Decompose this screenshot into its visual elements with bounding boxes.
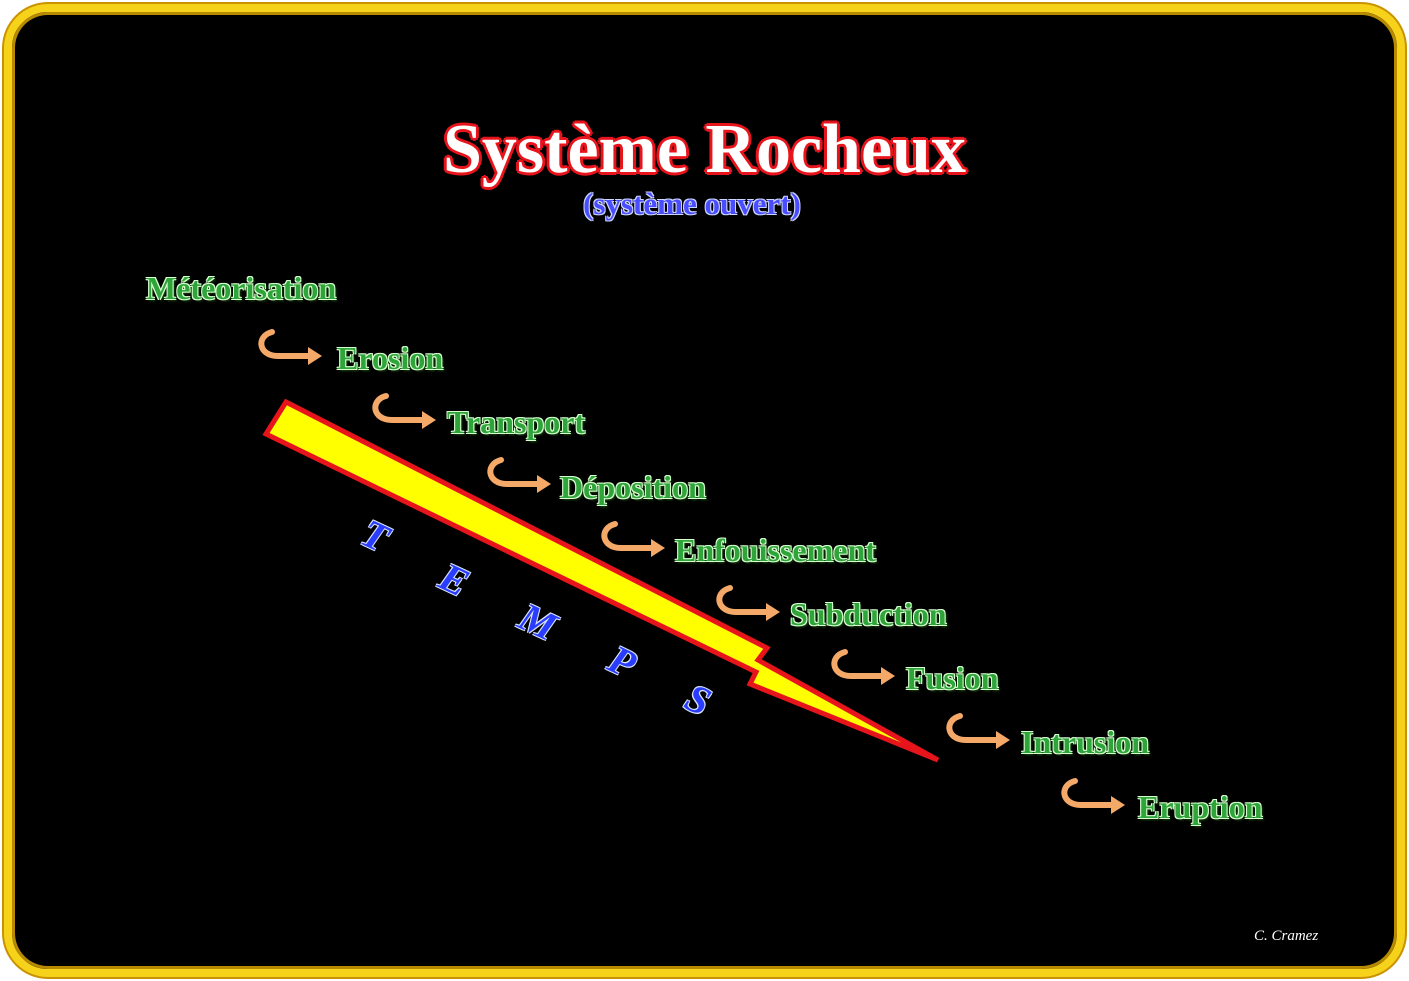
curved-arrow-icon xyxy=(946,713,1010,749)
step-subduction: Subduction xyxy=(790,596,947,632)
curved-arrow-icon xyxy=(487,457,551,493)
curved-arrow-icon xyxy=(716,585,780,621)
step-enfouissement: Enfouissement xyxy=(675,532,876,568)
yellow-frame xyxy=(4,4,1405,977)
step-fusion: Fusion xyxy=(906,660,999,696)
step-intrusion: Intrusion xyxy=(1021,724,1150,760)
curved-arrow-icon xyxy=(372,393,436,429)
diagram-subtitle: (système ouvert) xyxy=(583,186,801,221)
curved-arrow-icon xyxy=(1061,778,1125,814)
author-credit: C. Cramez xyxy=(1254,928,1319,944)
step-meteorisation: Météorisation xyxy=(146,270,337,306)
curved-arrow-icon xyxy=(831,649,895,685)
step-deposition: Déposition xyxy=(560,469,706,505)
curved-arrow-icon xyxy=(258,329,322,365)
step-erosion: Erosion xyxy=(337,340,444,376)
step-eruption: Eruption xyxy=(1138,789,1263,825)
step-transport: Transport xyxy=(447,404,586,440)
curved-arrow-icon xyxy=(601,521,665,557)
diagram-title: Système Rocheux xyxy=(443,111,966,188)
